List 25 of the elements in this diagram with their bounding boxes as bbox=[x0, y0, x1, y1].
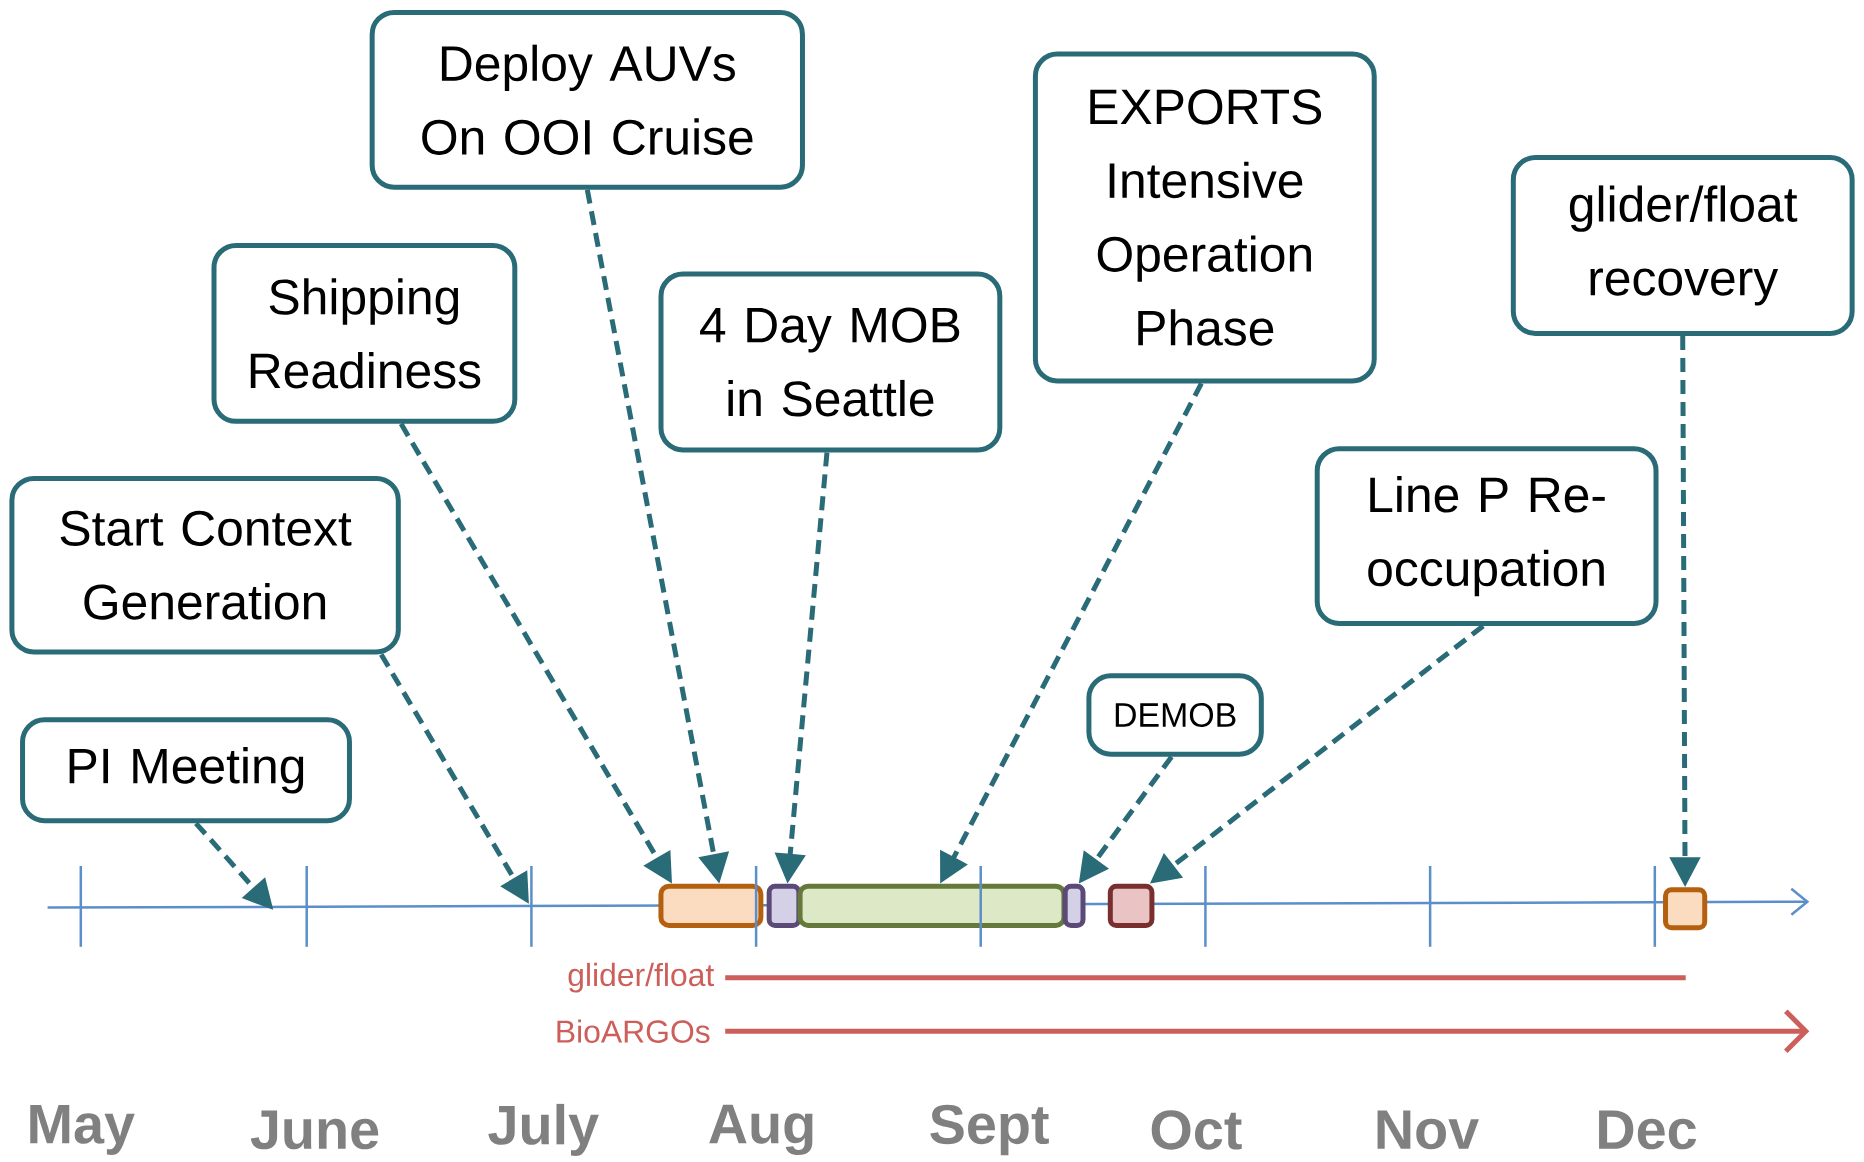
callout-box: Start Context Generation bbox=[9, 475, 401, 655]
callout-box: Deploy AUVs On OOI Cruise bbox=[369, 9, 805, 190]
timeline-bar bbox=[658, 883, 764, 928]
timeline-bar bbox=[797, 883, 1067, 928]
timeline-marker bbox=[1062, 883, 1086, 928]
callout-box: Shipping Readiness bbox=[211, 242, 518, 424]
series-label: BioARGOs bbox=[557, 1019, 710, 1043]
month-label: Oct bbox=[1151, 1110, 1242, 1150]
month-label: June bbox=[250, 1110, 379, 1150]
month-label: May bbox=[30, 1104, 135, 1155]
timeline-marker bbox=[1107, 883, 1155, 928]
callout-box: PI Meeting bbox=[20, 717, 352, 824]
callout-box: glider/float recovery bbox=[1510, 155, 1855, 336]
callout-box: DEMOB bbox=[1086, 673, 1264, 757]
series-label: glider/float bbox=[568, 962, 715, 993]
callout-box: EXPORTS Intensive Operation Phase bbox=[1032, 51, 1377, 384]
callout-box: 4 Day MOB in Seattle bbox=[658, 271, 1003, 453]
callout-box: Line P Re-occupation bbox=[1314, 446, 1659, 626]
timeline-marker bbox=[1663, 887, 1708, 931]
month-label: Sept bbox=[930, 1104, 1049, 1156]
timeline-marker bbox=[766, 883, 802, 928]
month-label: Aug bbox=[709, 1104, 813, 1155]
month-label: July bbox=[488, 1103, 599, 1156]
month-label: Dec bbox=[1599, 1110, 1697, 1150]
month-label: Nov bbox=[1377, 1110, 1479, 1150]
